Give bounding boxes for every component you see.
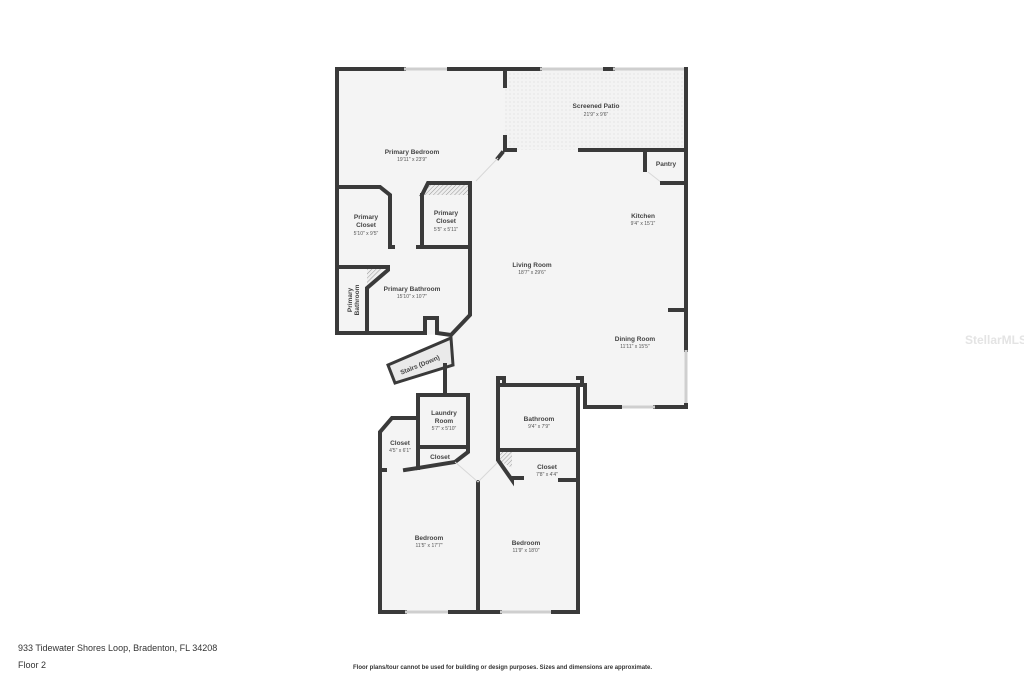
room-name: Bathroom [524, 416, 555, 423]
room-dims: 11'11" x 15'5" [620, 344, 650, 350]
property-address: 933 Tidewater Shores Loop, Bradenton, FL… [18, 643, 218, 653]
room-name: Laundry [431, 410, 457, 417]
room-labels: Screened Patio 21'9" x 9'6" Primary Bedro… [347, 103, 676, 554]
room-name: Primary [354, 214, 379, 221]
room-name: Room [435, 418, 454, 425]
room-name: Closet [537, 464, 558, 471]
room-name: Screened Patio [573, 103, 620, 110]
stairs [386, 335, 455, 385]
room-dims: 15'10" x 10'7" [397, 294, 427, 300]
room-name: Closet [390, 440, 411, 447]
floor-label: Floor 2 [18, 660, 47, 670]
room-dims: 4'5" x 6'1" [389, 448, 411, 454]
room-name: Closet [436, 218, 457, 225]
room-name: Bedroom [512, 540, 541, 547]
walls [335, 67, 688, 614]
room-name: Primary Bedroom [385, 149, 440, 156]
floor-fill [337, 69, 686, 612]
patio-floor [505, 69, 686, 150]
room-name: Closet [356, 222, 377, 229]
room-name: Dining Room [615, 336, 656, 343]
room-name: Primary [347, 288, 354, 313]
room-name: Bedroom [415, 535, 444, 542]
room-dims: 5'10" x 9'5" [354, 231, 379, 237]
room-name: Primary Bathroom [384, 286, 441, 293]
room-dims: 19'11" x 23'9" [397, 157, 427, 163]
room-name: Kitchen [631, 213, 655, 220]
room-dims: 11'5" x 17'7" [415, 543, 442, 549]
room-dims: 5'5" x 5'11" [434, 227, 458, 233]
room-name: Closet [430, 454, 451, 461]
room-dims: 9'4" x 15'1" [631, 221, 656, 227]
room-dims: 5'7" x 5'10" [432, 426, 457, 432]
room-dims: 9'4" x 7'9" [528, 424, 550, 430]
room-name: Bathroom [354, 284, 361, 315]
disclaimer: Floor plans/tour cannot be used for buil… [353, 665, 653, 671]
room-dims: 18'7" x 29'6" [518, 270, 546, 276]
room-dims: 7'8" x 4'4" [536, 472, 558, 478]
room-dims: 11'9" x 18'0" [512, 548, 539, 554]
room-name: Pantry [656, 161, 677, 168]
room-dims: 21'9" x 9'6" [584, 112, 609, 118]
room-name: Living Room [512, 262, 552, 269]
watermark: StellarMLS [965, 333, 1024, 347]
room-name: Primary [434, 210, 459, 217]
